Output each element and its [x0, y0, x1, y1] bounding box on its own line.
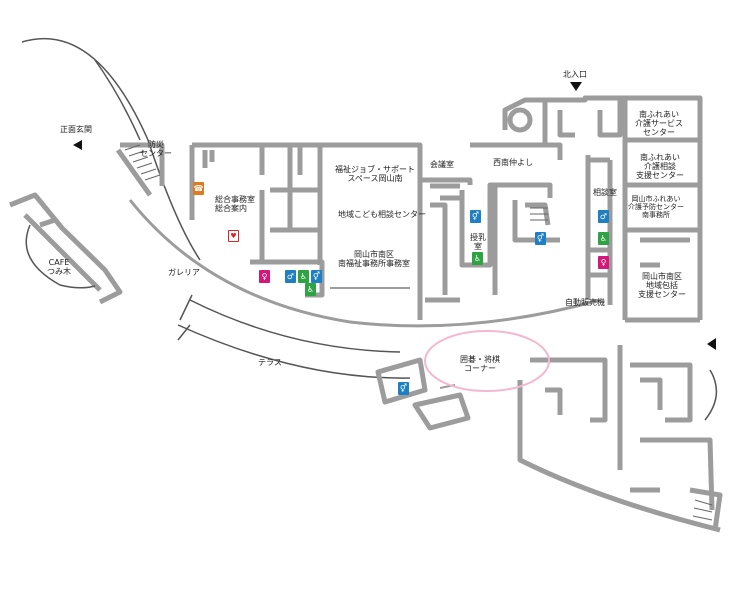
wheelchair-icon: ♿	[472, 252, 483, 265]
main-entrance-arrow	[73, 140, 82, 150]
seinan-label: 西南仲よし	[493, 158, 533, 167]
disaster-center-label: 防災 センター	[140, 140, 172, 158]
fureai-care-consult-label: 南ふれあい 介護相談 支援センター	[636, 153, 684, 181]
east-entrance-arrow	[707, 338, 716, 350]
north-entrance-label: 北入口	[563, 70, 587, 79]
welfare-job-line2: スペース岡山南	[347, 174, 403, 184]
fureai3-line1: 岡山市ふれあい	[631, 195, 681, 203]
nursing-room-line2: 室	[474, 242, 482, 252]
disaster-center-line2: センター	[140, 149, 172, 159]
galleria-label: ガレリア	[168, 268, 200, 277]
female-toilet-icon: ♀	[598, 256, 609, 269]
regional-support-label: 岡山市南区 地域包括 支援センター	[638, 272, 686, 300]
wheelchair-icon: ♿	[598, 232, 609, 245]
meeting-room-label: 会議室	[430, 160, 454, 169]
fureai1-line2: 介護サービス	[635, 119, 683, 129]
go-shogi-line1: 囲碁・将棋	[460, 355, 500, 364]
multipurpose-toilet-icon: ⚥	[398, 382, 409, 395]
general-office-line1: 総合事務室	[215, 195, 255, 204]
houkatsu-line1: 岡山市南区	[642, 272, 682, 281]
ward-welfare-line1: 岡山市南区	[354, 250, 394, 259]
ward-welfare-office-label: 岡山市南区 南福祉事務所事務室	[338, 250, 410, 268]
north-entrance-arrow	[570, 82, 582, 91]
female-toilet-icon: ♀	[259, 270, 270, 283]
fureai3-line2: 介護予防センター	[628, 203, 684, 212]
fureai2-line2: 介護相談	[644, 162, 676, 172]
nursing-room-line1: 授乳	[470, 233, 486, 242]
go-shogi-highlight	[424, 330, 550, 392]
general-office-label: 総合事務室 総合案内	[215, 195, 255, 213]
fureai2-line1: 南ふれあい	[640, 153, 680, 162]
general-office-line2: 総合案内	[215, 204, 247, 214]
houkatsu-line3: 支援センター	[638, 290, 686, 300]
terrace-label: テラス	[258, 358, 282, 367]
fureai-care-service-label: 南ふれあい 介護サービス センター	[635, 110, 683, 138]
fureai3-line3: 南事務所	[642, 211, 670, 220]
houkatsu-line2: 地域包括	[646, 281, 678, 291]
cafe-label-line2: つみ木	[47, 267, 71, 277]
aed-icon: ♥	[228, 230, 239, 242]
kodomo-center-label: 地域こども相談センター	[338, 210, 426, 219]
welfare-job-label: 福祉ジョブ・サポート スペース岡山南	[335, 165, 415, 183]
vending-machine-label: 自動販売機	[565, 298, 605, 307]
cafe-label: CAFE つみ木	[44, 258, 74, 276]
go-shogi-line2: コーナー	[464, 364, 496, 374]
fureai-prevention-label: 岡山市ふれあい 介護予防センター 南事務所	[628, 195, 684, 219]
nursing-room-label: 授乳 室	[470, 233, 486, 251]
male-toilet-icon: ♂	[285, 270, 296, 283]
disaster-center-line1: 防災	[148, 140, 164, 149]
wheelchair-icon: ♿	[305, 283, 316, 296]
welfare-job-line1: 福祉ジョブ・サポート	[335, 165, 415, 174]
phone-icon: ☎	[193, 182, 204, 195]
walls	[9, 37, 723, 533]
multipurpose-toilet-icon: ⚥	[470, 210, 481, 223]
main-entrance-label: 正面玄関	[60, 125, 92, 134]
fureai1-line1: 南ふれあい	[639, 110, 679, 119]
multipurpose-toilet-icon: ⚥	[311, 270, 322, 283]
male-toilet-icon: ♂	[598, 210, 609, 223]
multipurpose-toilet-icon: ⚥	[535, 232, 546, 245]
consultation-room-label: 相談室	[593, 188, 617, 197]
ward-welfare-line2: 南福祉事務所事務室	[338, 259, 410, 269]
wheelchair-icon: ♿	[298, 270, 309, 283]
go-shogi-corner-label: 囲碁・将棋 コーナー	[460, 355, 500, 373]
fureai1-line3: センター	[643, 128, 675, 138]
fureai2-line3: 支援センター	[636, 171, 684, 181]
cafe-label-line1: CAFE	[48, 258, 70, 267]
stairs	[124, 144, 713, 521]
